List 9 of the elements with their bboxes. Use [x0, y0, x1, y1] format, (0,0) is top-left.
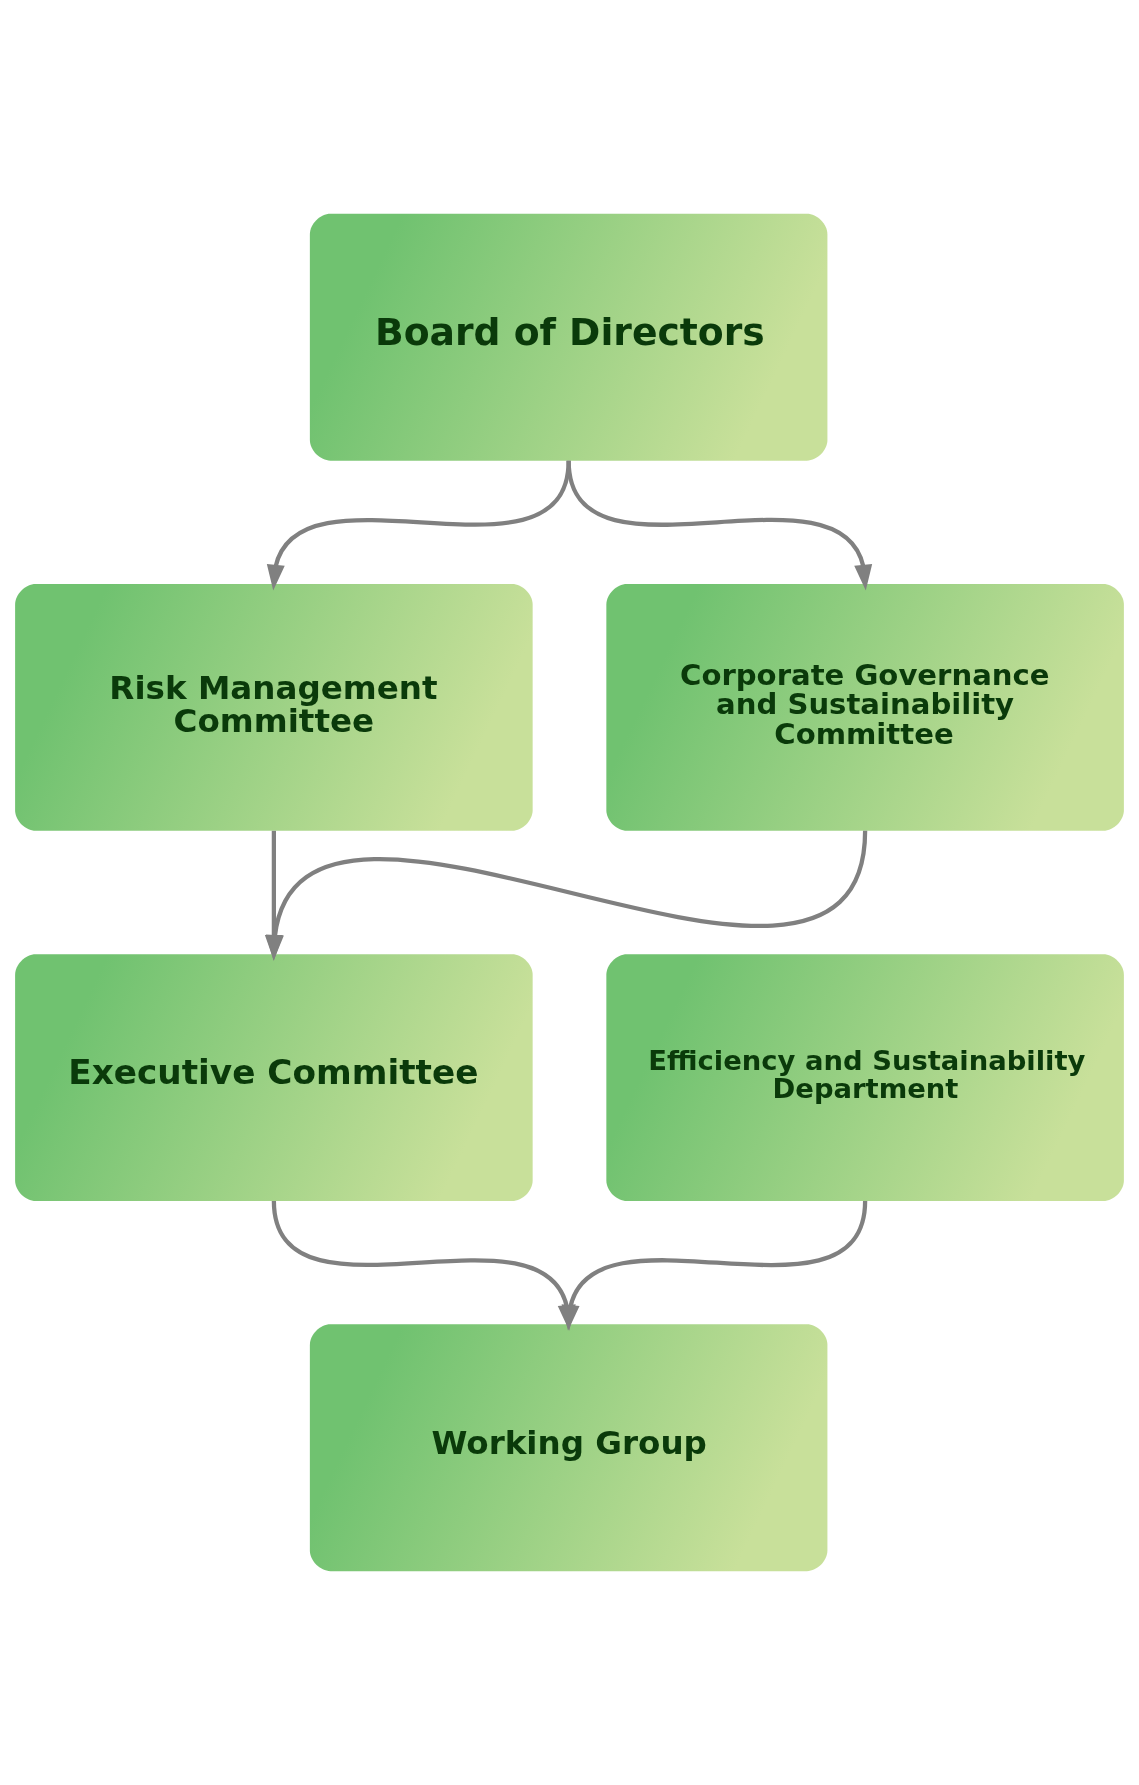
node-box: Working Group [309, 1324, 828, 1572]
node-box: Executive Committee [15, 954, 533, 1201]
arrow [561, 1200, 868, 1331]
node-box: Board of Directors [309, 213, 828, 461]
node-box: Risk Management Committee [15, 584, 533, 831]
arrow [266, 460, 571, 591]
node-box: Efficiency and Sustainability Department [606, 954, 1124, 1201]
node-box: Corporate Governance and Sustainability Committee [606, 584, 1124, 831]
arrow [566, 460, 873, 591]
